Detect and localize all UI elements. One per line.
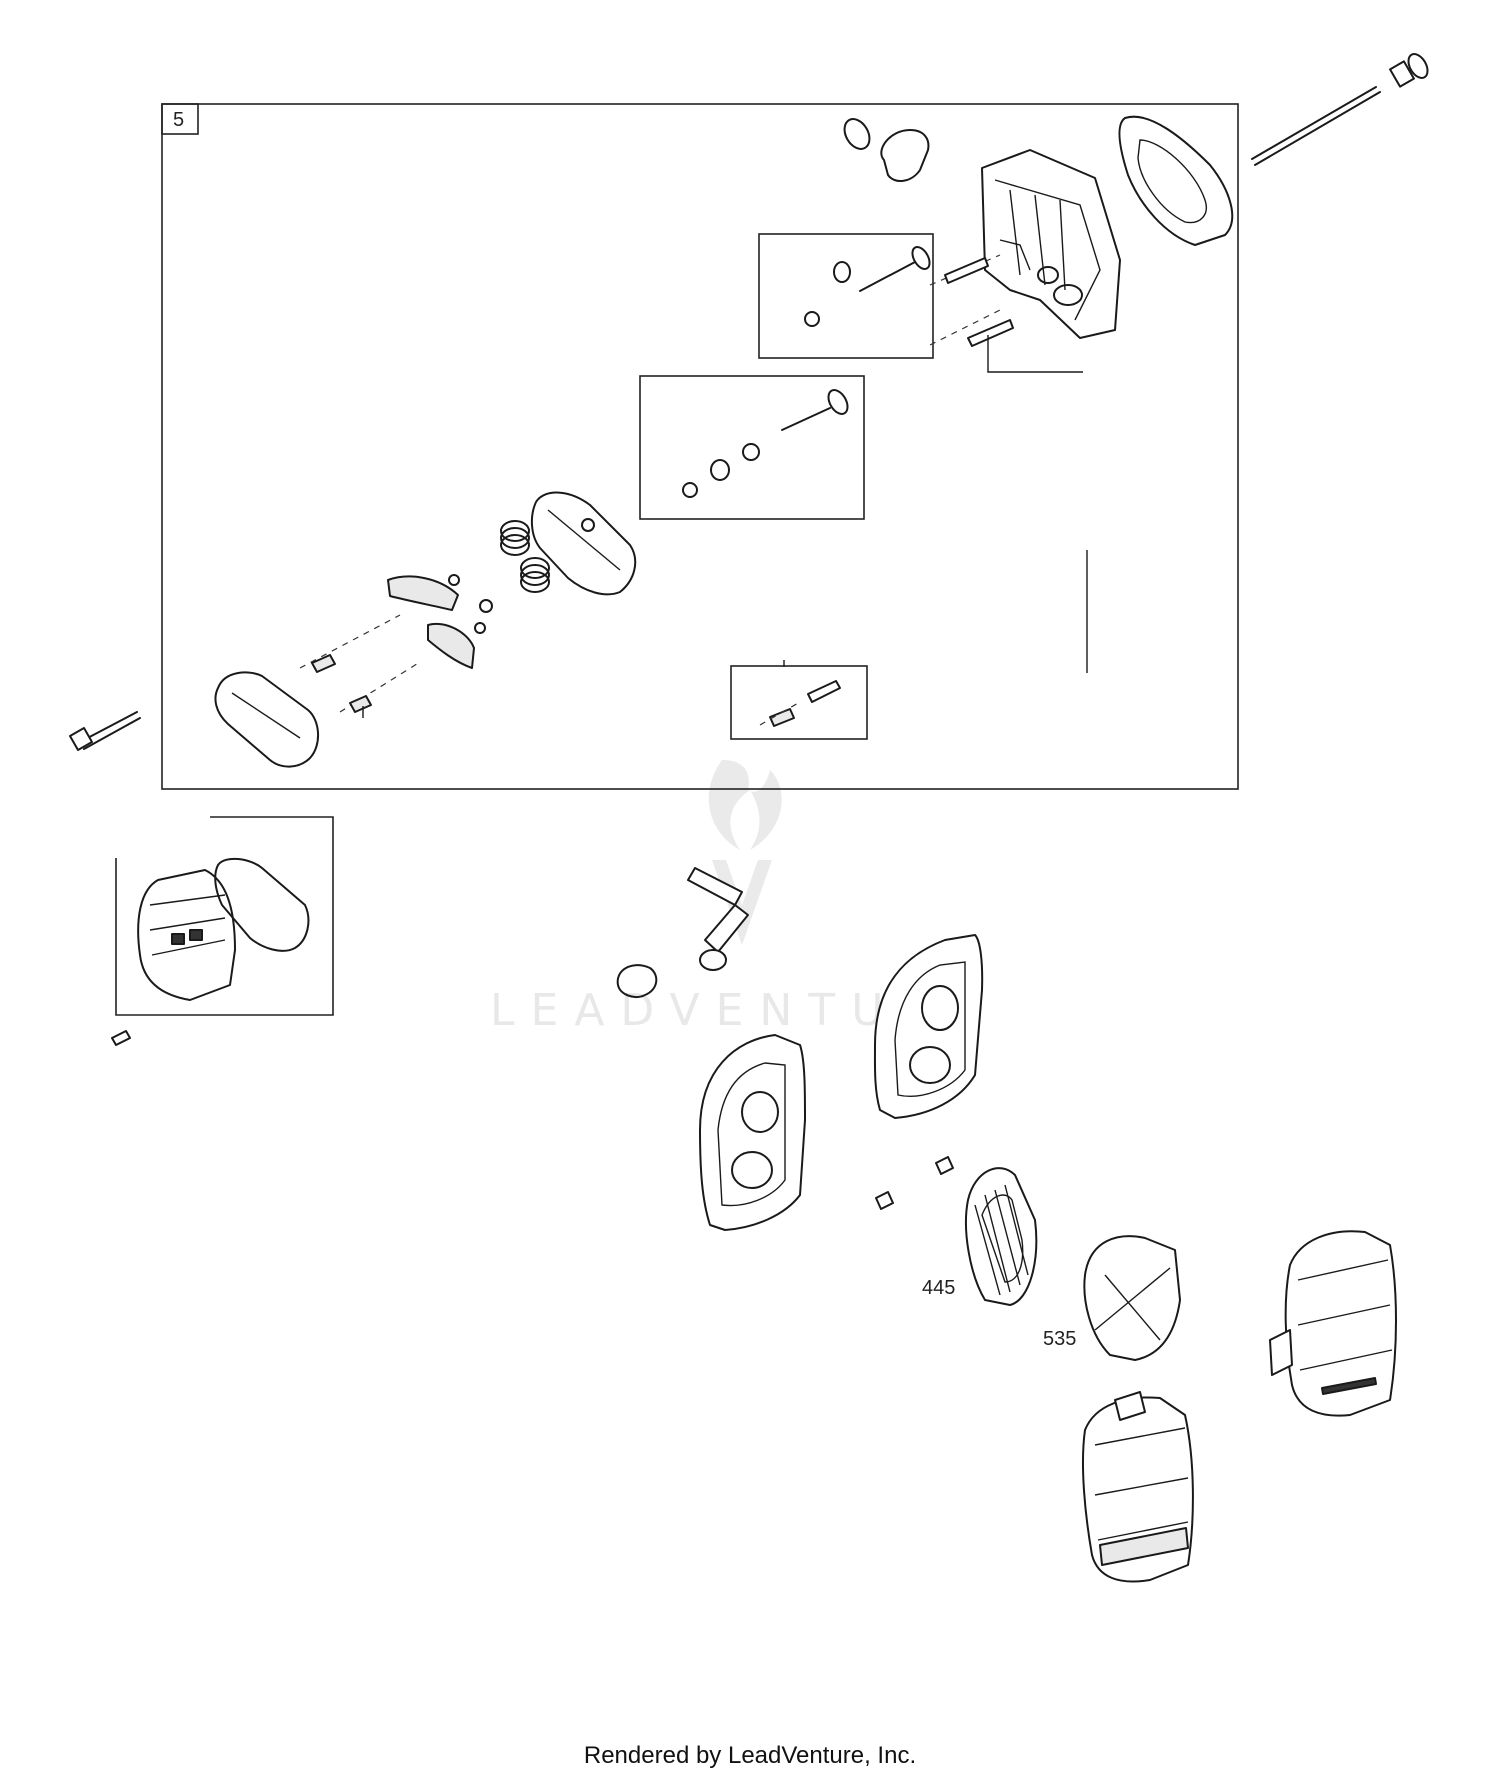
cover-screw <box>111 1030 131 1046</box>
air-cleaner-cover-right <box>1269 1230 1397 1417</box>
valve-springs <box>500 520 550 593</box>
intake-valve-kit-box <box>639 375 865 520</box>
adjuster-kit-box <box>730 665 868 740</box>
intake-gasket <box>880 129 930 182</box>
air-cleaner-base-rear <box>873 934 984 1119</box>
head-studs <box>929 254 1083 373</box>
footer-credit: Rendered by LeadVenture, Inc. <box>583 1742 917 1769</box>
adjuster-parts <box>759 660 841 727</box>
head-assembly-group-box <box>161 103 1239 790</box>
base-screw-2 <box>875 1191 894 1210</box>
callout-535: 535 <box>1043 1328 1076 1350</box>
air-cleaner-base-front <box>699 1034 806 1231</box>
air-cleaner-cover-bottom <box>1082 1391 1194 1583</box>
rocker-studs <box>299 614 421 718</box>
rocker-arms <box>387 574 493 669</box>
exhaust-valve <box>804 246 931 327</box>
callout-445: 445 <box>922 1277 955 1299</box>
valve-cover-kit-box <box>115 816 334 1016</box>
base-screw-1 <box>935 1156 954 1175</box>
o-ring-top <box>843 118 871 150</box>
group-number: 5 <box>173 109 184 131</box>
valve-cover-gasket-kit <box>214 857 310 952</box>
exhaust-valve-kit-box <box>758 233 934 359</box>
pre-cleaner <box>1083 1235 1181 1361</box>
breather-tube <box>687 867 749 971</box>
long-bolt-top <box>1251 53 1429 166</box>
air-filter <box>965 1167 1038 1306</box>
valve-cover-gasket <box>214 671 319 768</box>
head-gasket <box>1118 115 1234 246</box>
valve-cover <box>137 869 236 1001</box>
breather-clip <box>616 964 658 998</box>
long-bolt-left <box>69 711 141 751</box>
group-number-box <box>161 103 199 135</box>
cylinder-head <box>981 149 1121 339</box>
breather-housing <box>530 491 637 596</box>
intake-valve <box>682 389 849 498</box>
